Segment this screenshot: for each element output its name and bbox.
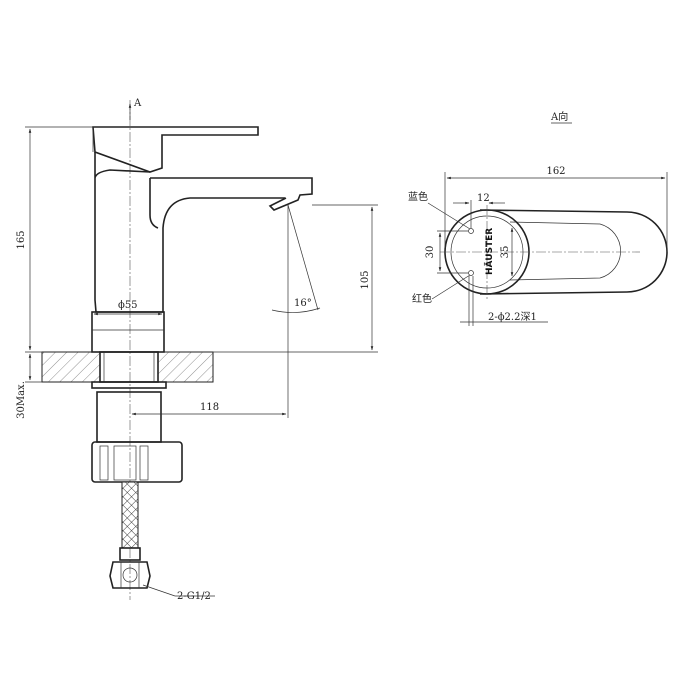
hose-leader	[142, 584, 176, 597]
nut-slot-1	[99, 445, 109, 481]
countertop-right	[157, 351, 214, 383]
countertop-left	[41, 351, 101, 383]
dim-handle-width-a: 30	[425, 246, 436, 259]
braided-hose	[121, 481, 139, 549]
dim-base-diameter: ϕ55	[118, 300, 138, 311]
mounting-nut	[96, 391, 162, 443]
angle-arc	[271, 307, 321, 313]
dim-top-length: 162	[546, 166, 565, 177]
dim-holes: 2-ϕ2.2深1	[488, 311, 537, 323]
hose-nut	[109, 561, 151, 589]
dim-counter-thickness: 30Max.	[16, 381, 27, 419]
dim-indicator-offset: 12	[477, 193, 490, 204]
blue-indicator-label: 蓝色	[408, 190, 428, 203]
brand-logo-text: HÄUSTER	[484, 228, 495, 275]
mounting-shank	[99, 351, 159, 383]
handle-top-slot	[509, 221, 621, 281]
hose-ferrule	[119, 547, 141, 561]
view-title: A向	[550, 110, 568, 123]
red-indicator-hole	[468, 270, 474, 276]
nut-slot-3	[113, 445, 137, 481]
faucet-body	[94, 152, 285, 313]
dim-height-total: 165	[16, 230, 27, 249]
red-indicator-label: 红色	[412, 292, 432, 305]
washer	[91, 381, 167, 389]
blue-leader	[427, 202, 471, 230]
side-view: A 165	[16, 98, 378, 602]
dim-spout-height: 105	[360, 270, 371, 289]
faucet-base	[91, 311, 165, 353]
spout	[150, 177, 313, 211]
red-leader	[431, 274, 471, 300]
hose-nut-ring	[122, 567, 138, 583]
nut-slot-2	[139, 445, 149, 481]
dim-angle: 16°	[294, 298, 312, 309]
handle-lever	[92, 126, 259, 173]
nut-flange	[91, 441, 183, 483]
dim-handle-width-b: 35	[500, 246, 511, 259]
dim-reach: 118	[200, 402, 219, 413]
top-view: A向 HÄUSTER 蓝色 红色 162 12	[408, 110, 668, 326]
blue-indicator-hole	[468, 228, 474, 234]
view-arrow-label: A	[133, 98, 142, 109]
angle-line	[287, 204, 319, 311]
dim-hose-thread: 2-G1/2	[177, 591, 211, 602]
